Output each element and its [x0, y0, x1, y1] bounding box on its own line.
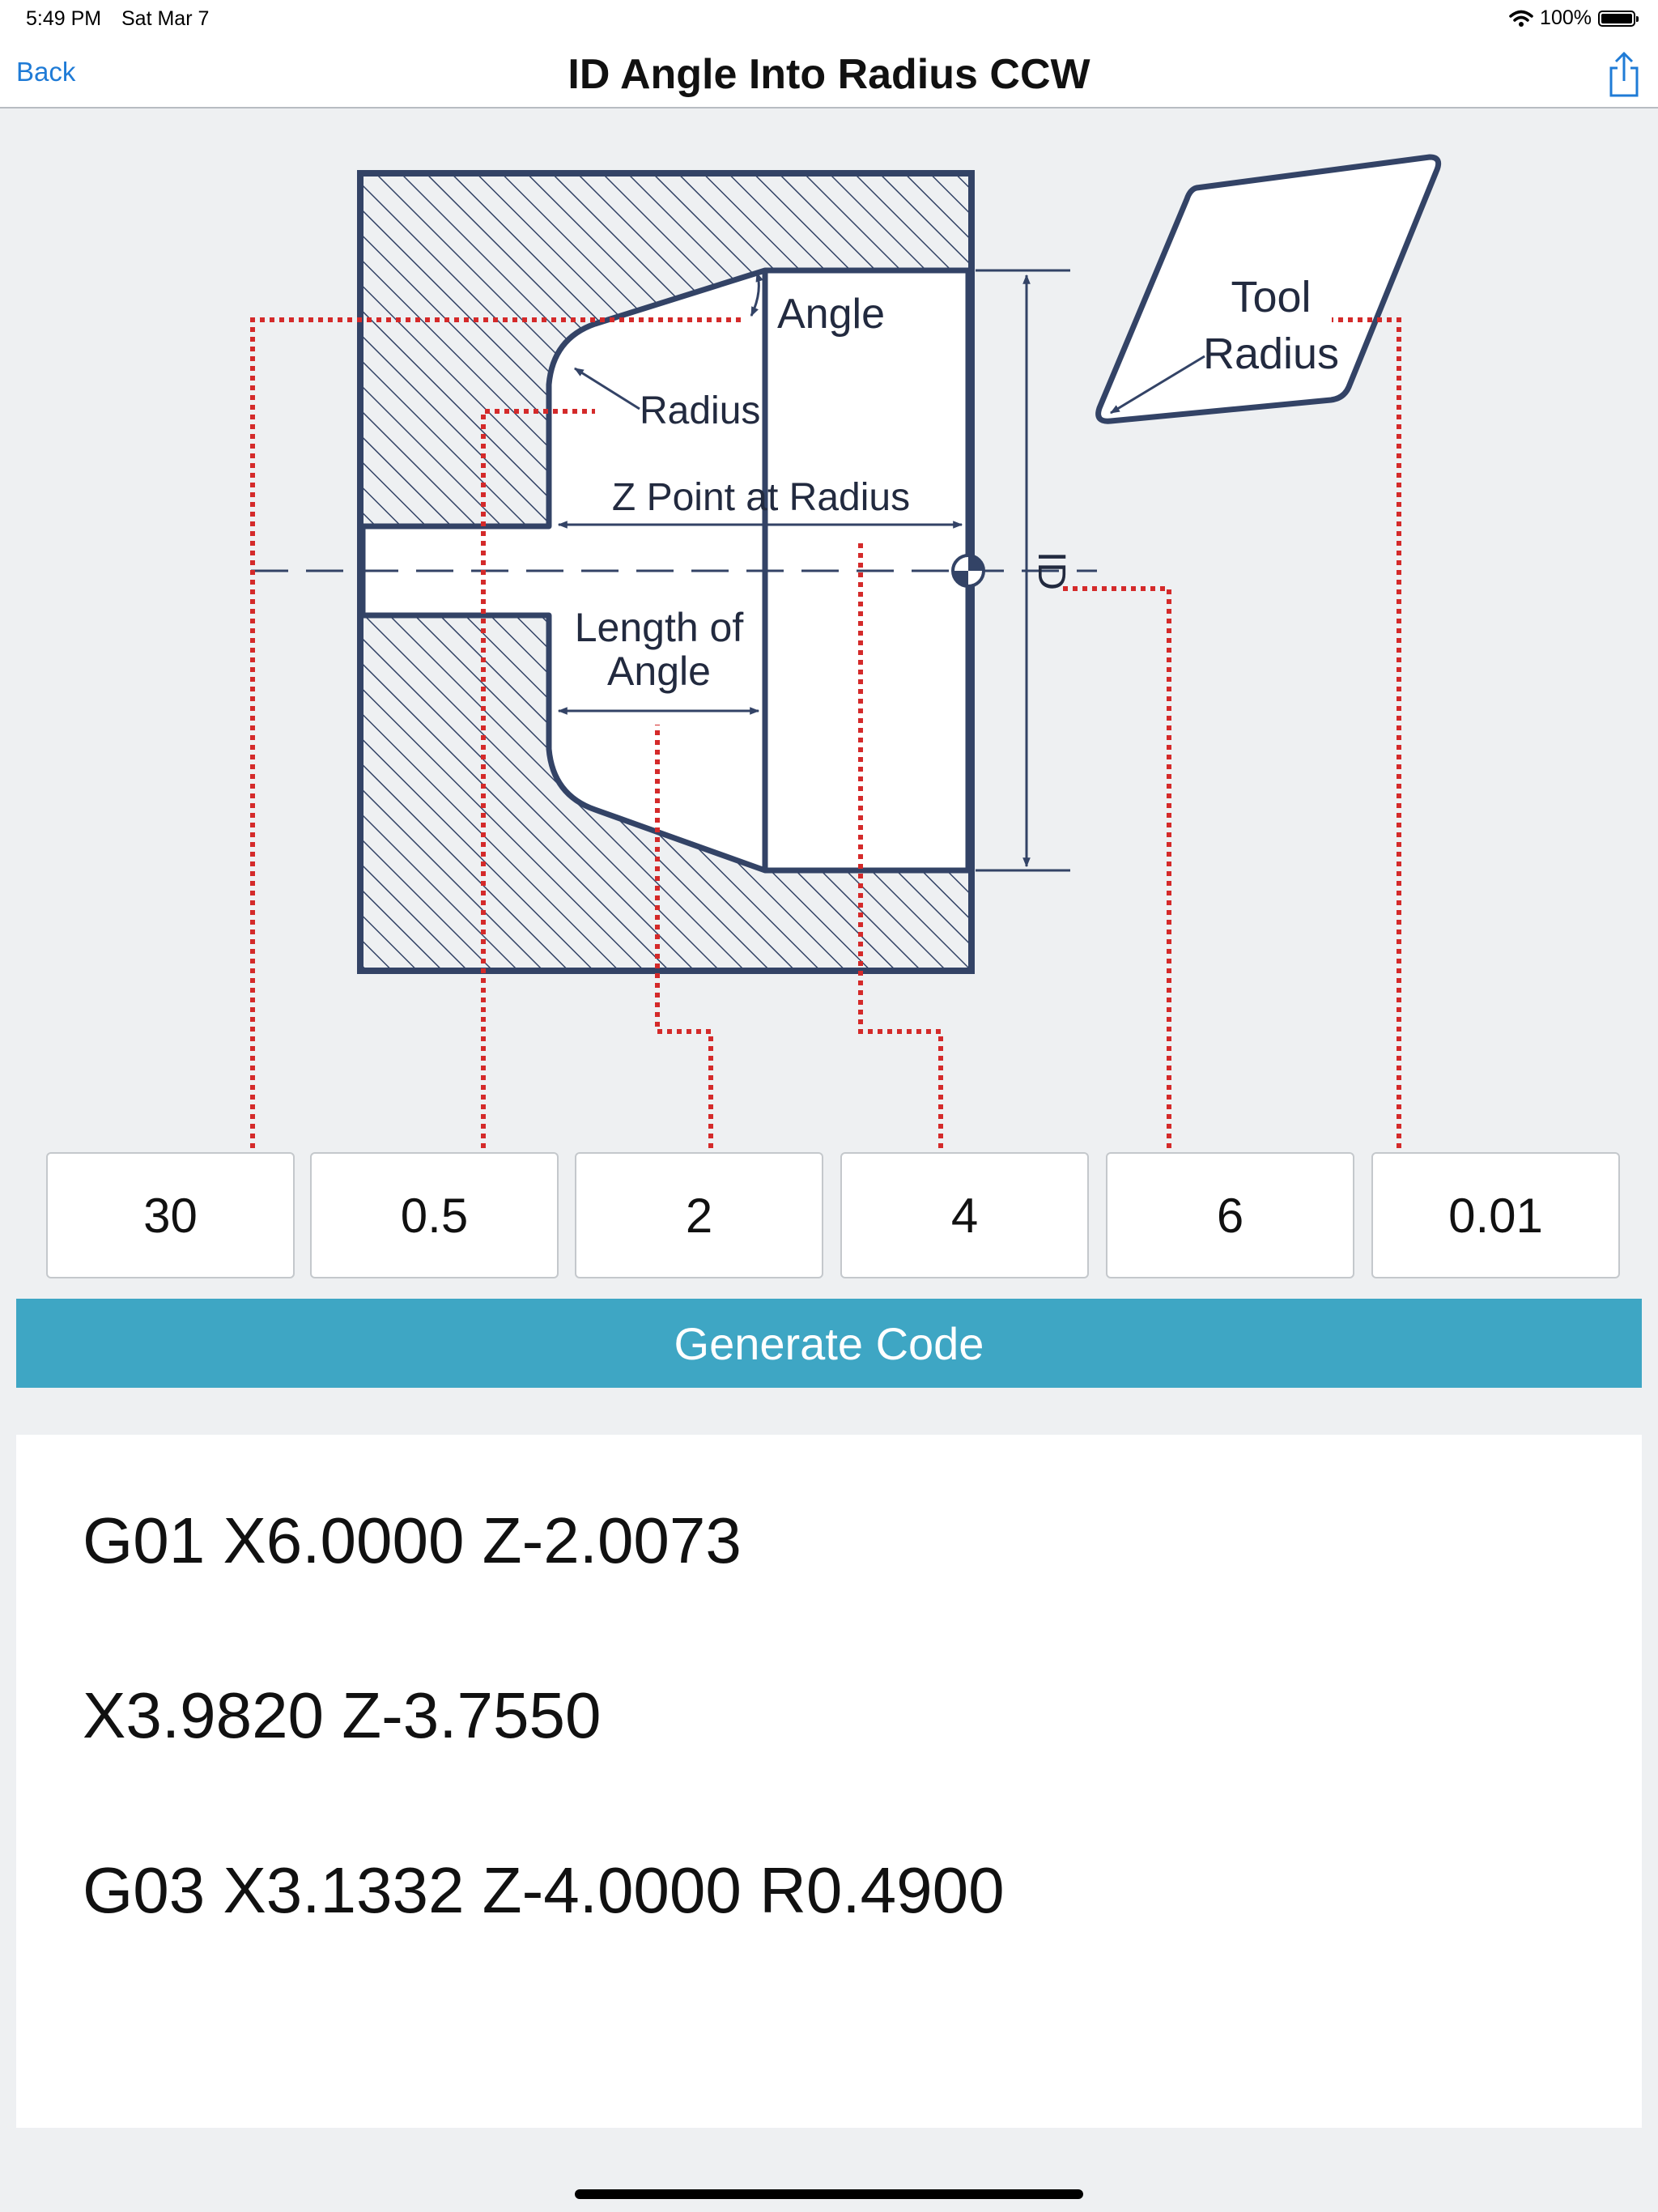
leader-lines — [250, 317, 1401, 1148]
label-angle: Angle — [777, 291, 885, 338]
status-date: Sat Mar 7 — [121, 7, 210, 30]
label-tool: Tool — [1231, 273, 1311, 321]
z-point-input[interactable] — [840, 1152, 1089, 1278]
radius-leader — [573, 367, 640, 410]
battery-icon — [1598, 10, 1639, 27]
tool-radius-input[interactable] — [1371, 1152, 1620, 1278]
label-length-line2: Angle — [607, 649, 711, 694]
tool-insert — [1095, 154, 1442, 424]
parameter-inputs — [0, 1152, 1658, 1278]
code-line: G01 X6.0000 Z-2.0073 — [83, 1504, 742, 1576]
angle-input[interactable] — [46, 1152, 295, 1278]
label-z-point: Z Point at Radius — [612, 476, 910, 519]
center-symbol — [951, 554, 985, 588]
back-button[interactable]: Back — [16, 57, 76, 87]
label-radius: Radius — [640, 389, 760, 432]
code-line: X3.9820 Z-3.7550 — [83, 1679, 602, 1751]
share-icon[interactable] — [1605, 50, 1643, 99]
label-tool-radius: Radius — [1203, 330, 1339, 378]
angle-arc — [750, 271, 763, 317]
status-right: 100% — [1509, 6, 1639, 30]
nav-bar: Back ID Angle Into Radius CCW — [0, 39, 1658, 108]
radius-input[interactable] — [310, 1152, 559, 1278]
status-time: 5:49 PM — [26, 7, 102, 30]
status-bar: 5:49 PM Sat Mar 7 100% — [0, 0, 1658, 39]
code-output: G01 X6.0000 Z-2.0073 X3.9820 Z-3.7550 G0… — [16, 1435, 1642, 2128]
generate-code-button[interactable]: Generate Code — [16, 1299, 1642, 1388]
page-title: ID Angle Into Radius CCW — [568, 51, 1090, 98]
battery-percent: 100% — [1540, 6, 1592, 29]
label-id: ID — [1030, 551, 1073, 590]
home-indicator[interactable] — [575, 2189, 1083, 2199]
length-of-angle-input[interactable] — [575, 1152, 823, 1278]
angle-radius-diagram: Angle Radius Z Point at Radius Length of… — [250, 154, 1442, 1148]
label-length-line1: Length of — [575, 605, 744, 650]
wifi-icon — [1509, 10, 1533, 27]
id-input[interactable] — [1106, 1152, 1354, 1278]
code-line: G03 X3.1332 Z-4.0000 R0.4900 — [83, 1854, 1005, 1926]
